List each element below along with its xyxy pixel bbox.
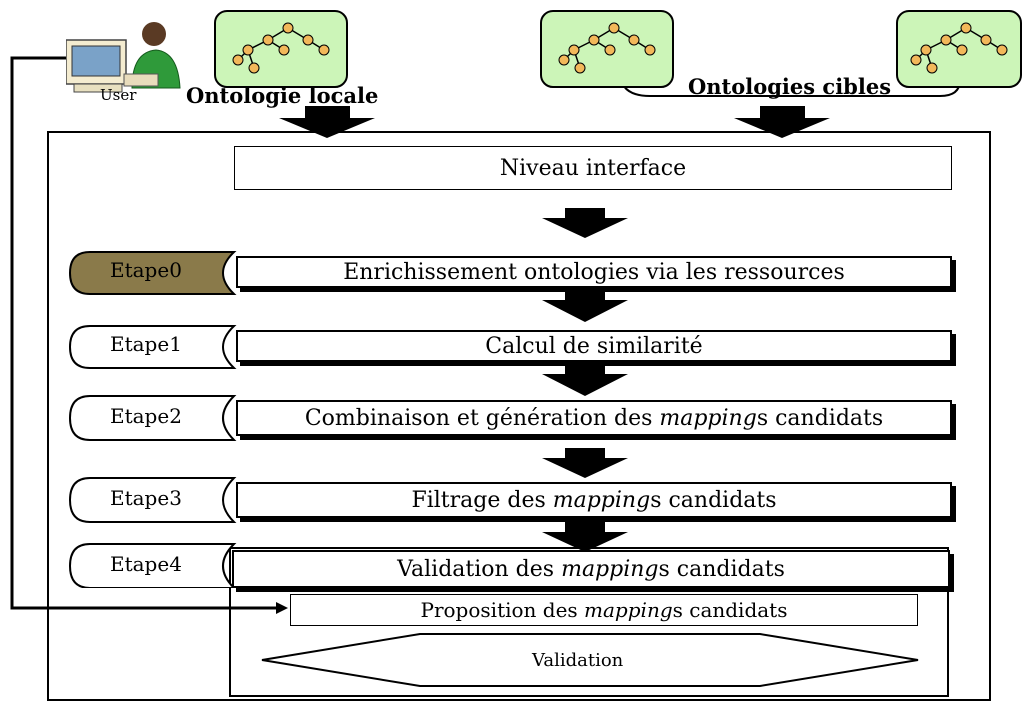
feedback-arrowhead-proposal xyxy=(276,602,288,614)
local-ontology-tree-icon xyxy=(214,10,348,90)
proposal-text-post: s candidats xyxy=(672,598,788,622)
target-ontology-tree-icon-2 xyxy=(896,10,1022,90)
process-frame xyxy=(47,131,991,701)
target-ontologies-label: Ontologies cibles xyxy=(688,74,892,99)
proposal-text-em: mapping xyxy=(584,598,673,622)
target-ontology-tree-icon-1 xyxy=(540,10,674,90)
step0-box: Enrichissement ontologies via les ressou… xyxy=(236,256,952,288)
interface-level-box: Niveau interface xyxy=(234,146,952,190)
step3-text: Filtrage des mappings candidats xyxy=(411,488,776,513)
local-ontology-label: Ontologie locale xyxy=(186,83,379,108)
arrow-step1-down xyxy=(542,362,628,396)
step4-text-pre: Validation des xyxy=(397,556,562,582)
interface-level-label: Niveau interface xyxy=(499,155,687,181)
tab-etape4-label: Etape4 xyxy=(110,552,182,576)
tab-etape3-label: Etape3 xyxy=(110,486,182,510)
step2-text-pre: Combinaison et génération des xyxy=(304,405,660,431)
arrow-targets-down xyxy=(734,106,830,138)
validation-decision-label: Validation xyxy=(532,650,624,671)
step0-text: Enrichissement ontologies via les ressou… xyxy=(343,259,845,285)
step4-text-em: mapping xyxy=(561,556,659,582)
user-label: User xyxy=(100,86,137,104)
step2-box: Combinaison et génération des mappings c… xyxy=(236,400,952,436)
step1-text: Calcul de similarité xyxy=(485,333,703,359)
step2-text: Combinaison et génération des mappings c… xyxy=(305,406,883,431)
step3-text-post: s candidats xyxy=(650,487,777,513)
arrow-interface-down xyxy=(542,208,628,238)
proposal-text: Proposition des mappings candidats xyxy=(421,598,788,622)
step3-text-em: mapping xyxy=(552,487,651,513)
step-tabs-layer xyxy=(68,251,242,588)
tab-etape1-label: Etape1 xyxy=(110,332,182,356)
step4-box: Validation des mappings candidats xyxy=(232,550,950,588)
step4-text-post: s candidats xyxy=(658,556,785,582)
user-icon xyxy=(65,18,184,98)
step3-box: Filtrage des mappings candidats xyxy=(236,482,952,518)
feedback-line xyxy=(10,56,285,610)
validation-decision-shape xyxy=(261,633,919,687)
proposal-text-pre: Proposition des xyxy=(420,598,585,622)
arrow-step0-down xyxy=(542,290,628,322)
step2-text-post: s candidats xyxy=(756,405,884,431)
tab-etape2-label: Etape2 xyxy=(110,404,182,428)
arrow-local-down xyxy=(279,106,375,138)
arrow-step3-down xyxy=(542,522,628,552)
validation-container xyxy=(229,547,949,697)
step2-text-em: mapping xyxy=(659,405,757,431)
step4-text: Validation des mappings candidats xyxy=(397,557,785,582)
step1-box: Calcul de similarité xyxy=(236,330,952,362)
step3-text-pre: Filtrage des xyxy=(411,487,553,513)
arrow-step2-down xyxy=(542,448,628,478)
tab-etape4-shape xyxy=(68,543,237,588)
proposal-box: Proposition des mappings candidats xyxy=(290,594,918,626)
tab-etape0-label: Etape0 xyxy=(110,258,182,282)
